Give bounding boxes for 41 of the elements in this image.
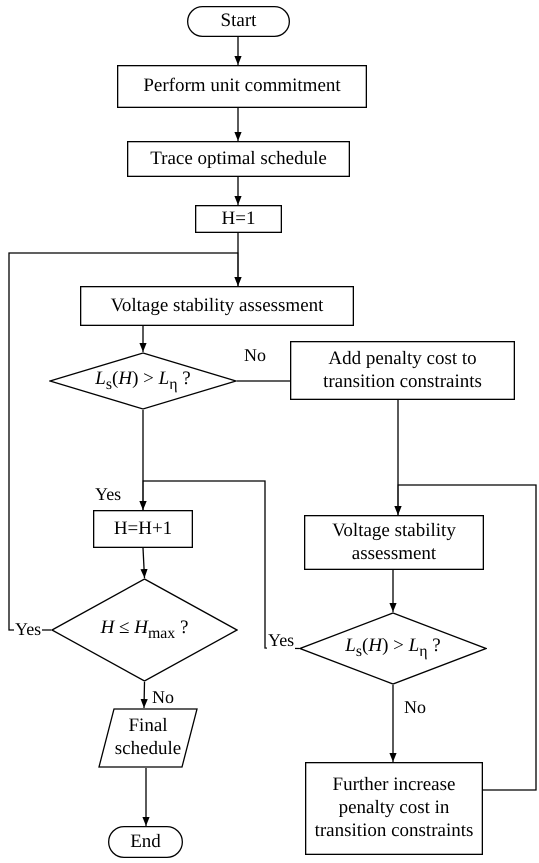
arrow <box>140 682 148 708</box>
data-parallelogram <box>98 708 198 768</box>
process-box <box>127 141 350 177</box>
node-label: L$_{s}$(H) > L$_{η}$ ? <box>95 368 191 394</box>
arrow <box>140 548 148 578</box>
arrow <box>234 37 242 65</box>
node-label: Start <box>220 10 256 33</box>
arrow <box>8 252 242 631</box>
arrow <box>139 326 147 352</box>
arrow <box>389 570 397 612</box>
process-box <box>304 515 484 570</box>
process-box <box>80 286 354 326</box>
node-label: H=1 <box>222 208 256 230</box>
arrow <box>234 177 242 205</box>
node-label: Add penalty cost to transition constraints <box>322 348 483 394</box>
arrow <box>234 108 242 141</box>
node-label: End <box>130 830 161 854</box>
decision-diamond <box>49 352 237 410</box>
node-label: Trace optimal schedule <box>150 148 327 170</box>
arrow <box>142 768 150 826</box>
node-label: L$_{s}$(H) > L$_{η}$ ? <box>345 635 441 662</box>
arrow <box>139 480 299 650</box>
node-label: Voltage stability assessment <box>110 294 324 318</box>
process-box <box>93 510 193 548</box>
node-label: Voltage stability assessment <box>331 520 457 566</box>
node-label: Perform unit commitment <box>143 75 341 98</box>
node-label: H ≤ H$_{max}$ ? <box>100 616 188 644</box>
terminal-shape <box>187 6 290 37</box>
edge-label: Yes <box>267 631 296 651</box>
node-label: Final schedule <box>114 715 182 761</box>
decision-diamond <box>51 578 238 682</box>
node-label: Further increase penalty cost in transition constraints <box>314 774 474 843</box>
arrow <box>389 685 397 762</box>
process-box <box>290 341 515 400</box>
node-label: H=H+1 <box>114 518 172 540</box>
process-box <box>117 65 367 108</box>
process-box <box>195 205 282 233</box>
arrow <box>394 484 537 791</box>
process-box <box>305 762 483 855</box>
decision-diamond <box>299 612 487 685</box>
terminal-shape <box>108 826 183 858</box>
